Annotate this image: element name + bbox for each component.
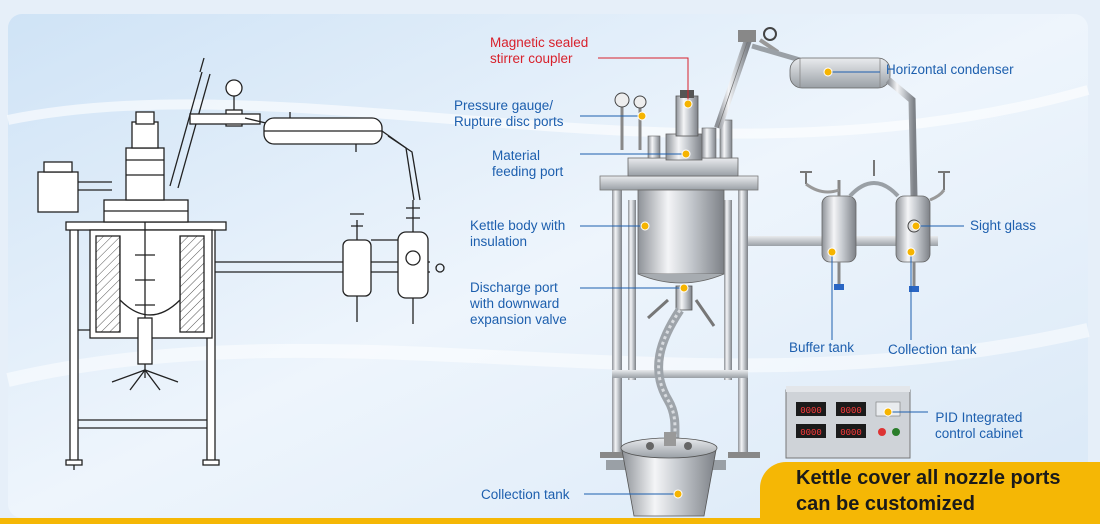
dot-discharge xyxy=(679,283,689,293)
condenser-assembly xyxy=(714,27,918,197)
display-readout: 0000 xyxy=(800,428,822,438)
label-material-feeding-port: Material feeding port xyxy=(492,148,564,179)
customization-banner xyxy=(760,462,1100,524)
display-readout: 0000 xyxy=(840,428,862,438)
dot-collection-bottom xyxy=(673,489,683,499)
banner-text: Kettle cover all nozzle ports can be cus… xyxy=(796,467,1061,515)
kettle-body xyxy=(614,90,739,452)
pid-control-cabinet: 0000 0000 0000 0000 xyxy=(785,386,911,459)
label-pid-control-cabinet: PID Integrated control cabinet xyxy=(935,410,1023,441)
label-collection-tank-right: Collection tank xyxy=(888,342,977,357)
label-buffer-tank: Buffer tank xyxy=(789,340,855,355)
collection-tank-bottom xyxy=(606,432,726,517)
leader-lines xyxy=(580,57,964,495)
dot-pid xyxy=(883,407,893,417)
label-collection-tank-bottom: Collection tank xyxy=(481,487,570,502)
label-pressure-gauge: Pressure gauge/ Rupture disc ports xyxy=(454,98,564,129)
dot-collection-right xyxy=(906,247,916,257)
display-readout: 0000 xyxy=(840,406,862,416)
label-horizontal-condenser: Horizontal condenser xyxy=(886,62,1014,77)
label-kettle-body: Kettle body with insulation xyxy=(470,218,566,249)
dot-kettle xyxy=(640,221,650,231)
dot-magnetic xyxy=(683,99,693,109)
dot-sight-glass xyxy=(911,221,921,231)
dot-condenser xyxy=(823,67,833,77)
leader-dots xyxy=(637,67,921,499)
label-magnetic-sealed-stirrer-coupler: Magnetic sealed stirrer coupler xyxy=(490,35,589,66)
label-sight-glass: Sight glass xyxy=(970,218,1037,233)
display-readout: 0000 xyxy=(800,406,822,416)
label-discharge-port: Discharge port with downward expansion v… xyxy=(470,280,567,327)
line-drawing xyxy=(37,57,445,470)
dot-pressure xyxy=(637,111,647,121)
bottom-stripe xyxy=(0,518,1100,524)
dot-buffer xyxy=(827,247,837,257)
dot-feeding xyxy=(681,149,691,159)
